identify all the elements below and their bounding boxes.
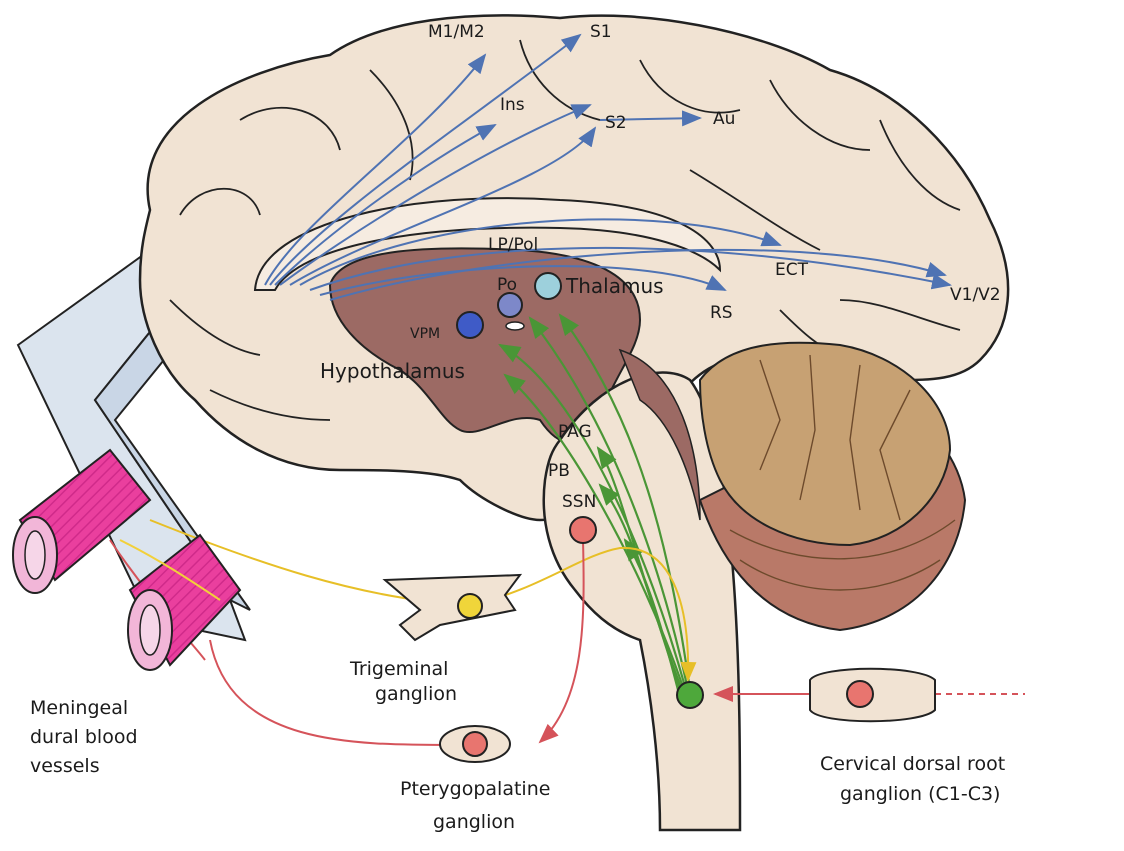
label-meningeal-1: Meningeal: [30, 697, 128, 719]
po-nucleus: [498, 293, 522, 317]
label-cervical-1: Cervical dorsal root: [820, 753, 1005, 775]
label-thalamus: Thalamus: [565, 274, 664, 298]
ssn-nucleus: [570, 517, 596, 543]
label-cervical-2: ganglion (C1-C3): [840, 783, 1000, 805]
cerebellum: [700, 343, 965, 630]
label-rs: RS: [710, 303, 733, 323]
label-m1m2: M1/M2: [428, 22, 485, 42]
label-meningeal-2: dural blood: [30, 726, 138, 748]
cervical-drg: [810, 669, 935, 722]
label-au: Au: [713, 109, 735, 129]
label-meningeal-3: vessels: [30, 755, 100, 777]
label-ect: ECT: [775, 260, 809, 280]
label-v1v2: V1/V2: [950, 285, 1001, 305]
pterygopalatine-ganglion: [440, 726, 510, 762]
label-ssn: SSN: [562, 492, 596, 512]
label-hypothalamus: Hypothalamus: [320, 359, 465, 383]
label-pb: PB: [548, 461, 570, 481]
spinal-trigeminal-nucleus: [677, 682, 703, 708]
trigeminal-ganglion: [385, 575, 520, 640]
thalamic-ventricle: [506, 322, 524, 330]
label-ptery-1: Pterygopalatine: [400, 778, 550, 800]
label-s1: S1: [590, 22, 612, 42]
label-trigeminal-2: ganglion: [375, 683, 457, 705]
label-pag: PAG: [558, 422, 592, 442]
label-trigeminal-1: Trigeminal: [349, 658, 448, 680]
label-lp-pol: LP/Pol: [488, 235, 538, 255]
label-ins: Ins: [500, 95, 525, 115]
label-ptery-2: ganglion: [433, 811, 515, 833]
label-s2: S2: [605, 113, 627, 133]
vpm-nucleus: [457, 312, 483, 338]
label-po: Po: [497, 275, 517, 295]
lp-pol-nucleus: [535, 273, 561, 299]
label-vpm: VPM: [410, 326, 440, 342]
